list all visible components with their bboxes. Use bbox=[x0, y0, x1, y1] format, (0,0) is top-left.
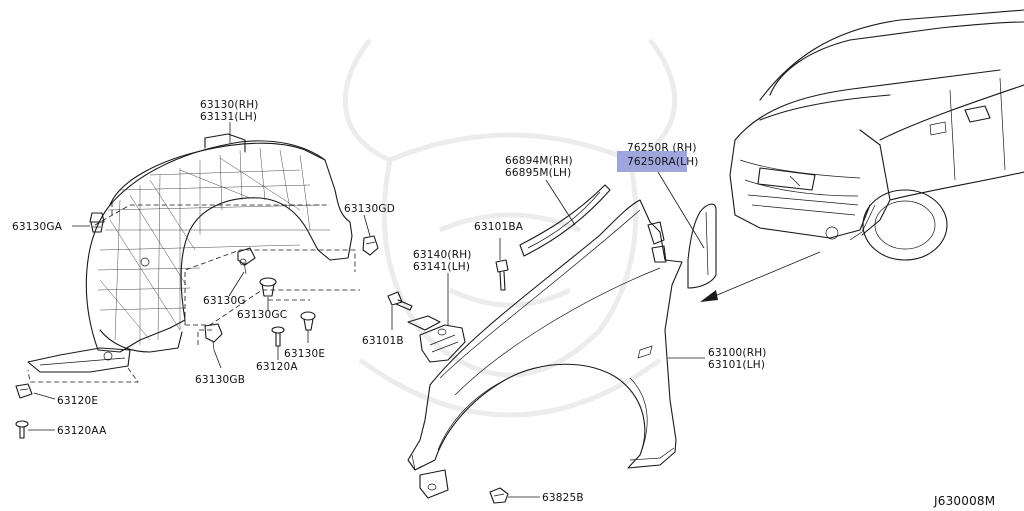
watermark-logo bbox=[342, 38, 678, 418]
label-63140-rh: 63140(RH) bbox=[413, 249, 472, 261]
bolt-63101b-icon bbox=[387, 291, 413, 311]
front-fender-panel bbox=[407, 199, 683, 499]
clip-63130g-icon bbox=[237, 247, 256, 275]
label-63825b: 63825B bbox=[542, 492, 584, 504]
label-63101-lh: 63101(LH) bbox=[708, 359, 765, 371]
label-63130gc: 63130GC bbox=[237, 309, 287, 321]
label-66894m-rh: 66894M(RH) bbox=[505, 155, 573, 167]
label-63131-lh: 63131(LH) bbox=[200, 111, 257, 123]
label-63100-rh: 63100(RH) bbox=[708, 347, 767, 359]
direction-arrow bbox=[700, 251, 821, 302]
screw-63120aa-icon bbox=[15, 420, 29, 439]
bolt-63101ba-icon bbox=[495, 259, 509, 291]
inner-fender-liner bbox=[27, 133, 353, 373]
label-76250r-rh: 76250R (RH) bbox=[627, 142, 697, 154]
clip-63130gc-icon bbox=[259, 277, 277, 297]
label-63130gb: 63130GB bbox=[195, 374, 245, 386]
fender-seal-strip bbox=[519, 184, 611, 257]
nut-63120e-icon bbox=[15, 383, 33, 399]
highlight-76250ra bbox=[617, 151, 687, 172]
label-63120a: 63120A bbox=[256, 361, 298, 373]
liner-fasteners bbox=[15, 212, 379, 439]
assembly-dashed-lines bbox=[27, 200, 360, 383]
label-66895m-lh: 66895M(LH) bbox=[505, 167, 571, 179]
clip-63130gd-icon bbox=[362, 235, 379, 256]
label-63130ga: 63130GA bbox=[12, 221, 63, 233]
label-63130gd: 63130GD bbox=[344, 203, 395, 215]
fender-bracket bbox=[407, 315, 466, 363]
label-63141-lh: 63141(LH) bbox=[413, 261, 470, 273]
label-63130-rh: 63130(RH) bbox=[200, 99, 259, 111]
label-63101b: 63101B bbox=[362, 335, 404, 347]
leader-lines bbox=[28, 122, 705, 498]
clip-63825b-icon bbox=[489, 487, 509, 504]
fender-side-cover bbox=[687, 203, 717, 289]
label-63120aa: 63120AA bbox=[57, 425, 107, 437]
clip-63130ga-icon bbox=[89, 212, 105, 233]
label-63130e: 63130E bbox=[284, 348, 325, 360]
label-63120e: 63120E bbox=[57, 395, 98, 407]
vehicle-reference-drawing bbox=[729, 9, 1024, 261]
label-76250ra-lh: 76250RA(LH) bbox=[627, 156, 699, 168]
clip-63130e-icon bbox=[300, 311, 316, 331]
diagram-code: J630008M bbox=[933, 494, 995, 508]
clip-63130gb-icon bbox=[204, 323, 223, 351]
part-labels: 63130(RH) 63131(LH) 63130GA 63130G 63130… bbox=[12, 99, 995, 508]
label-63130g: 63130G bbox=[203, 295, 246, 307]
label-63101ba: 63101BA bbox=[474, 221, 524, 233]
screw-63120a-icon bbox=[271, 326, 285, 347]
